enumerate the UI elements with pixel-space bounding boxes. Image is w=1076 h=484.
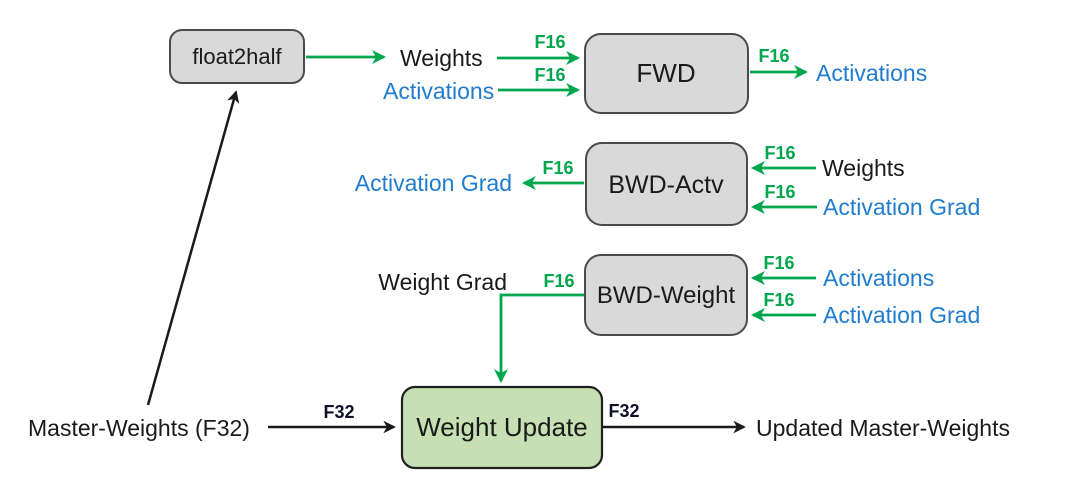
f16-tag-weight-grad: F16 — [543, 271, 574, 291]
weight-grad-label: Weight Grad — [378, 269, 507, 295]
activation-grad-output-label: Activation Grad — [355, 170, 512, 196]
bwd-weight-label: BWD-Weight — [597, 282, 736, 309]
activations-output-label: Activations — [816, 60, 927, 86]
f16-tag-fwd-out: F16 — [758, 46, 789, 66]
bwd-weight-box — [584, 254, 748, 336]
float2half-box — [169, 29, 305, 84]
f16-tag-activations-fwd: F16 — [534, 65, 565, 85]
f16-tag-weights-fwd: F16 — [534, 32, 565, 52]
bwd-actv-box — [585, 142, 748, 226]
weights-mid-label: Weights — [822, 155, 905, 181]
updated-master-weights-label: Updated Master-Weights — [756, 415, 1010, 441]
f16-tag-weights-bwd-actv: F16 — [764, 143, 795, 163]
f32-tag-updated-weights: F32 — [608, 401, 639, 421]
master-weights-label: Master-Weights (F32) — [28, 415, 250, 441]
fwd-box — [584, 33, 749, 114]
activation-grad-bottom-label: Activation Grad — [823, 302, 980, 328]
f16-tag-activations-bwd-weight: F16 — [763, 253, 794, 273]
activations-input-label: Activations — [383, 78, 494, 104]
weights-top-label: Weights — [400, 45, 483, 71]
weight-update-label: Weight Update — [416, 412, 588, 442]
f16-tag-bwd-actv-out: F16 — [542, 158, 573, 178]
f32-tag-master-weights: F32 — [323, 402, 354, 422]
f16-tag-actgrad-bwd-actv: F16 — [764, 182, 795, 202]
activation-grad-mid-label: Activation Grad — [823, 194, 980, 220]
arrow-bwd-weight-to-weight-update — [494, 293, 584, 384]
fwd-label: FWD — [636, 58, 695, 88]
arrow-master-weights-to-float2half — [146, 90, 240, 406]
f16-tag-actgrad-bwd-weight: F16 — [763, 290, 794, 310]
activations-bottom-label: Activations — [823, 265, 934, 291]
bwd-actv-label: BWD-Actv — [608, 171, 724, 199]
float2half-label: float2half — [192, 44, 282, 69]
